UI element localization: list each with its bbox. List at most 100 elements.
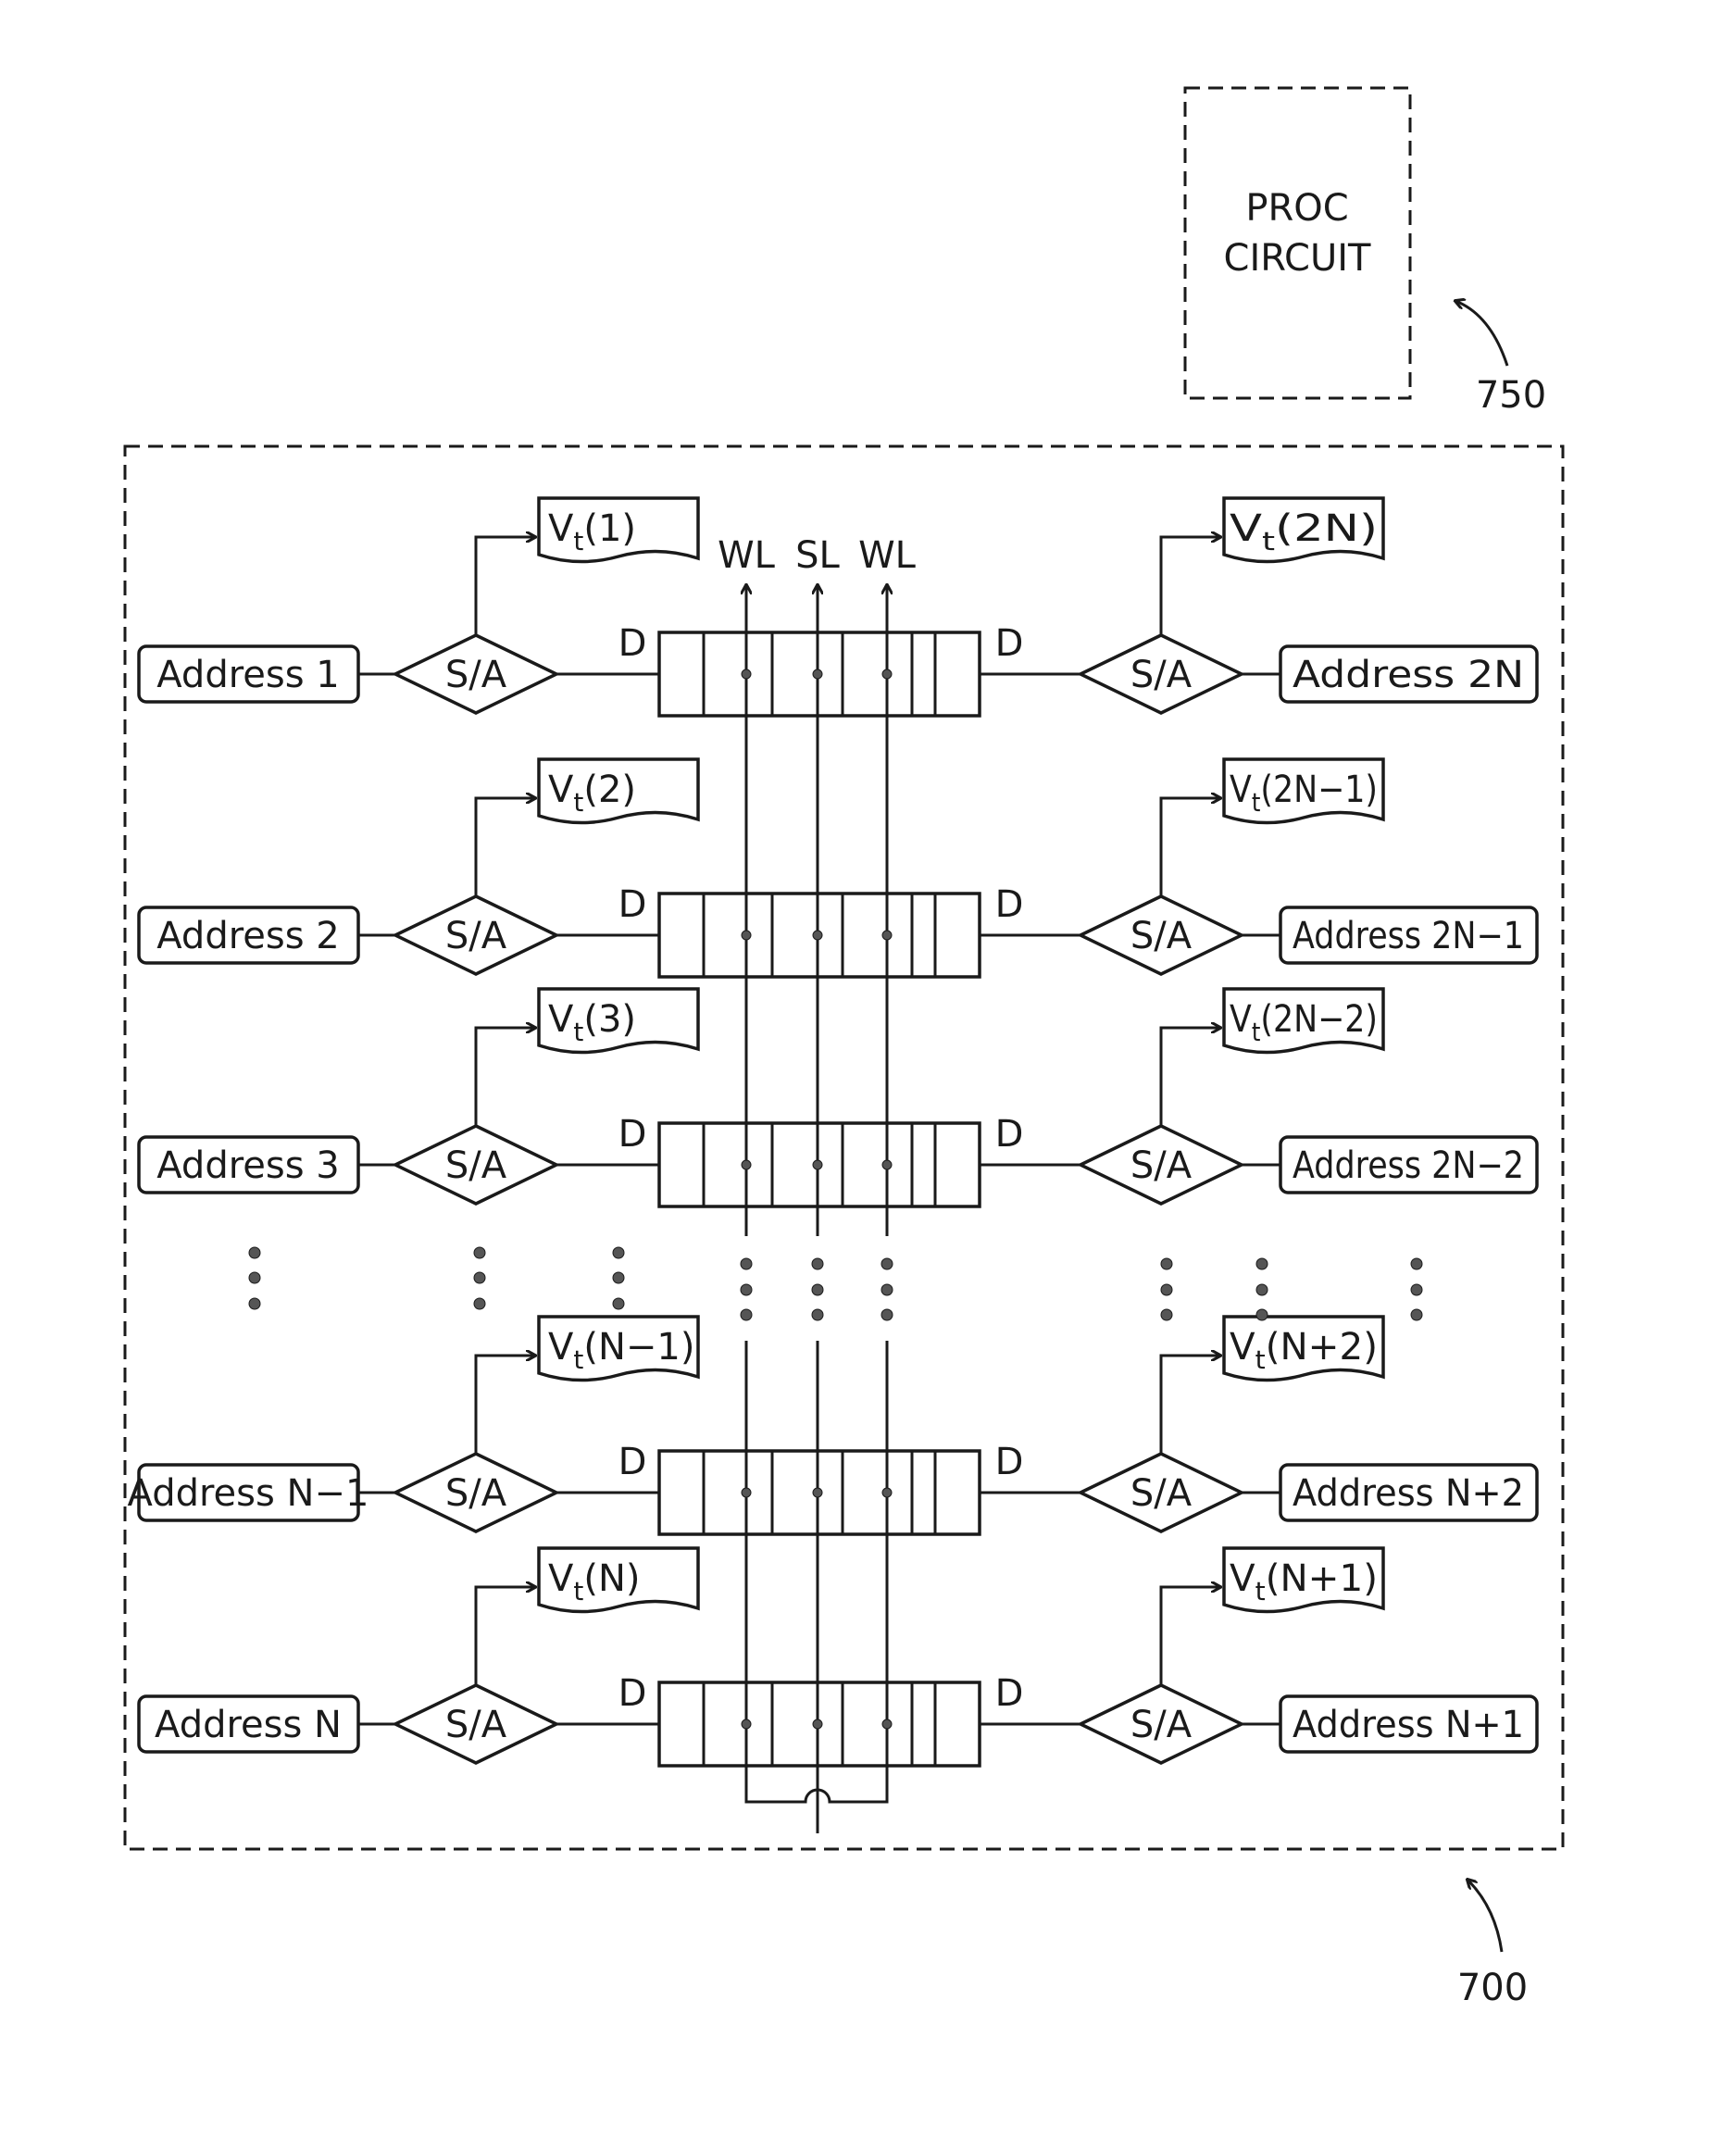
address-label-left: Address 2 — [156, 915, 339, 957]
vt-symbol: V — [1230, 1557, 1255, 1600]
ellipsis-dot — [474, 1272, 485, 1283]
sense-amp-label-right: S/A — [1130, 1144, 1193, 1187]
address-label-right: Address N+1 — [1293, 1704, 1524, 1746]
vt-index: (N) — [583, 1557, 640, 1600]
vt-output-arrow-left — [476, 798, 535, 896]
ellipsis-dot — [249, 1298, 260, 1309]
ellipsis-dot — [741, 1284, 752, 1295]
cell-contact-dot — [882, 669, 892, 679]
proc-circuit-ref-number: 750 — [1476, 374, 1546, 417]
ellipsis-dot — [1256, 1284, 1268, 1295]
vt-symbol: V — [548, 507, 574, 550]
ellipsis-dot — [249, 1247, 260, 1258]
ellipsis-dot — [1411, 1309, 1422, 1320]
vt-output-arrow-right — [1161, 1356, 1220, 1454]
ellipsis-dot — [613, 1298, 624, 1309]
proc-circuit-ref-arrow — [1455, 301, 1507, 366]
cell-contact-dot — [742, 1488, 751, 1497]
ellipsis-dot — [249, 1272, 260, 1283]
vt-label-left: Vt(N) — [548, 1557, 641, 1606]
proc-circuit-label-line2: CIRCUIT — [1224, 237, 1372, 280]
vt-output-arrow-left — [476, 1587, 535, 1685]
data-label-left: D — [618, 1441, 647, 1483]
vt-output-arrow-right — [1161, 1028, 1220, 1126]
ellipsis-dot — [1411, 1284, 1422, 1295]
vt-label-left: Vt(1) — [548, 507, 636, 556]
array-ref-number: 700 — [1457, 1967, 1528, 2009]
cell-contact-dot — [813, 669, 822, 679]
sense-amp-label-right: S/A — [1130, 1472, 1193, 1515]
cell-contact-dot — [813, 1160, 822, 1169]
vt-subscript: t — [573, 1576, 583, 1606]
vt-symbol: V — [548, 769, 574, 811]
column-label-wl-right: WL — [858, 534, 917, 577]
vt-subscript: t — [1255, 1344, 1266, 1375]
address-label-right: Address 2N — [1293, 654, 1524, 696]
address-label-right: Address 2N−2 — [1293, 1144, 1524, 1187]
address-label-left: Address 3 — [156, 1144, 339, 1187]
vt-index: (N−1) — [583, 1326, 694, 1369]
ellipsis-dot — [1161, 1284, 1172, 1295]
data-label-right: D — [995, 622, 1024, 665]
ellipsis-dot — [741, 1309, 752, 1320]
vt-subscript: t — [1262, 526, 1275, 556]
memory-row: Address N−1S/AVt(N−1)DDS/AVt(N+2)Address… — [128, 1317, 1537, 1534]
address-label-left: Address N−1 — [128, 1472, 369, 1515]
data-label-right: D — [995, 883, 1024, 926]
vt-subscript: t — [573, 1344, 583, 1375]
data-label-left: D — [618, 622, 647, 665]
vt-symbol: V — [548, 998, 574, 1041]
cell-contact-dot — [813, 931, 822, 940]
sense-amp-label-right: S/A — [1130, 654, 1193, 696]
ellipsis-dot — [812, 1258, 823, 1269]
ellipsis-dot — [613, 1272, 624, 1283]
memory-row: Address NS/AVt(N)DDS/AVt(N+1)Address N+1 — [139, 1548, 1537, 1766]
data-label-right: D — [995, 1441, 1024, 1483]
sense-amp-label-left: S/A — [445, 915, 507, 957]
vt-output-arrow-left — [476, 537, 535, 635]
vt-index: (2) — [583, 769, 636, 811]
ellipsis-dot — [613, 1247, 624, 1258]
sense-amp-label-right: S/A — [1130, 1704, 1193, 1746]
vt-output-arrow-right — [1161, 798, 1220, 896]
ellipsis-dot — [1256, 1309, 1268, 1320]
vt-label-right: Vt(N+2) — [1230, 1326, 1378, 1375]
sense-amp-label-left: S/A — [445, 1472, 507, 1515]
vt-subscript: t — [1252, 787, 1261, 818]
cell-contact-dot — [742, 931, 751, 940]
vt-subscript: t — [573, 1017, 583, 1047]
cell-contact-dot — [882, 1488, 892, 1497]
vt-label-left: Vt(3) — [548, 998, 636, 1047]
data-label-left: D — [618, 1113, 647, 1156]
cell-contact-dot — [742, 1160, 751, 1169]
address-label-left: Address 1 — [156, 654, 339, 696]
memory-row: Address 1S/AVt(1)DDS/AVt(2N)Address 2N — [139, 498, 1537, 716]
sense-amp-label-right: S/A — [1130, 915, 1193, 957]
ellipsis-dot — [881, 1258, 893, 1269]
vt-index: (2N−1) — [1260, 769, 1378, 811]
memory-row: Address 3S/AVt(3)DDS/AVt(2N−2)Address 2N… — [139, 989, 1537, 1206]
address-label-right: Address 2N−1 — [1293, 915, 1524, 957]
vt-symbol: V — [1230, 1326, 1255, 1369]
vt-output-arrow-right — [1161, 537, 1220, 635]
vt-output-arrow-left — [476, 1028, 535, 1126]
vt-label-left: Vt(2) — [548, 769, 636, 818]
vt-symbol: V — [1230, 507, 1263, 550]
data-label-right: D — [995, 1672, 1024, 1715]
proc-circuit-label-line1: PROC — [1245, 187, 1348, 230]
ellipsis-dot — [1256, 1258, 1268, 1269]
vt-index: (1) — [583, 507, 636, 550]
column-label-sl: SL — [795, 534, 840, 577]
cell-contact-dot — [813, 1488, 822, 1497]
ellipsis-dot — [1411, 1258, 1422, 1269]
ellipsis-dot — [812, 1284, 823, 1295]
ellipsis-dot — [474, 1298, 485, 1309]
vt-subscript: t — [1255, 1576, 1266, 1606]
vt-output-arrow-left — [476, 1356, 535, 1454]
ellipsis-dot — [474, 1247, 485, 1258]
ellipsis-dot — [1161, 1258, 1172, 1269]
vt-index: (2N) — [1275, 507, 1378, 550]
ellipsis-dot — [741, 1258, 752, 1269]
vt-output-arrow-right — [1161, 1587, 1220, 1685]
